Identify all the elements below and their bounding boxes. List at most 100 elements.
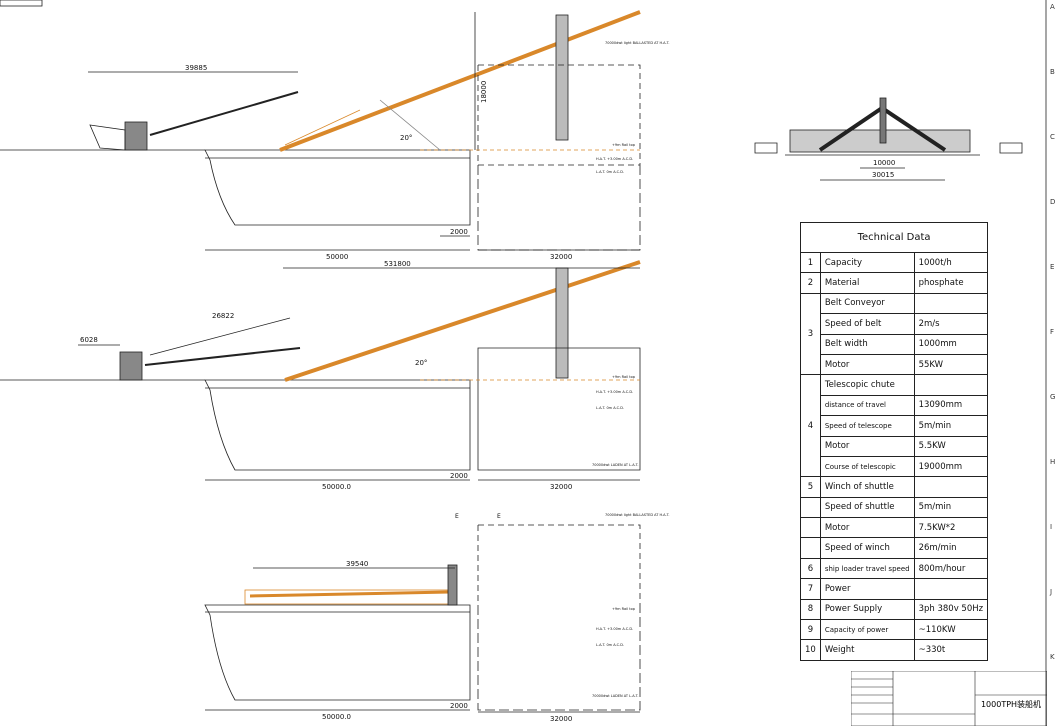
- border-letter: A: [1050, 3, 1055, 11]
- border-letter: K: [1050, 653, 1055, 661]
- barge-hull: [204, 379, 471, 471]
- ship-label: 70000dwt light BALLASTED AT H.A.T.: [605, 41, 670, 45]
- dim-text: 32000: [550, 483, 572, 491]
- ship-hull: [477, 605, 641, 711]
- row-value: [913, 374, 989, 396]
- title-block-grid: [851, 671, 1047, 726]
- section-mark: E: [497, 513, 501, 520]
- dim-text: 50000.0: [322, 483, 351, 491]
- row-item: Speed of winch: [819, 537, 915, 559]
- dim-text: 39540: [346, 560, 368, 568]
- row-item: Power: [819, 578, 915, 600]
- boom-strut: [379, 99, 441, 151]
- stowed-chute: [447, 564, 458, 606]
- row-number: 7: [800, 578, 821, 600]
- row-item: Winch of shuttle: [819, 476, 915, 498]
- telescopic-chute: [555, 267, 569, 379]
- border-letter: G: [1050, 393, 1056, 401]
- row-value: 55KW: [913, 353, 989, 376]
- row-number: [800, 537, 821, 559]
- ship-label: H.A.T. +3.00m A.C.D.: [596, 627, 633, 631]
- row-value: [913, 476, 989, 498]
- barge-hull: [204, 149, 471, 226]
- row-item: Weight: [819, 639, 915, 661]
- dim-text: 531800: [384, 260, 411, 268]
- row-item: Material: [819, 272, 915, 294]
- elevation-view-3: 39540 50000.0 2000 32000 E E 70000dwt li…: [204, 513, 670, 723]
- front-view: 10000 30015: [754, 97, 1023, 181]
- border-letter: J: [1050, 588, 1053, 596]
- dim-text: 2000: [450, 472, 468, 480]
- row-value: ~110KW: [913, 619, 989, 641]
- dim-text: 10000: [873, 159, 895, 167]
- boom-conveyor: [284, 260, 641, 382]
- dim-text: 32000: [550, 715, 572, 723]
- row-value: 7.5KW*2: [913, 517, 989, 539]
- section-mark: E: [455, 513, 459, 520]
- row-item: Speed of shuttle: [819, 496, 915, 519]
- row-item: Speed of belt: [819, 313, 915, 335]
- row-number: [800, 517, 821, 539]
- ship-hull: [477, 347, 641, 471]
- border-letter: F: [1050, 328, 1055, 336]
- row-number: 1: [800, 251, 821, 274]
- boom-dim-line: [149, 317, 291, 356]
- row-item: Capacity: [819, 251, 915, 274]
- stowed-conveyor: [249, 590, 451, 598]
- boom-support: [284, 109, 361, 146]
- dim-text: 2000: [450, 702, 468, 710]
- angle-text: 20°: [400, 134, 412, 142]
- row-number: 4: [800, 374, 821, 478]
- row-item: Course of telescopic: [819, 455, 915, 478]
- row-number: 10: [800, 639, 821, 661]
- ship-label: +9m Rail top: [612, 375, 636, 379]
- row-number: 8: [800, 598, 821, 621]
- dim-text: 50000: [326, 253, 348, 261]
- ship-hull: [477, 165, 641, 251]
- dim-text: 2000: [450, 228, 468, 236]
- border-letter: C: [1050, 133, 1055, 141]
- dim-text: 18000: [480, 81, 488, 103]
- row-value: 1000t/h: [913, 251, 989, 274]
- row-value: ~330t: [913, 639, 989, 661]
- border-letter: D: [1050, 198, 1056, 206]
- boom-conveyor: [279, 10, 641, 152]
- elevation-view-1: 39885 18000 20° 50000 2000 32000 70000dw…: [0, 10, 670, 261]
- row-value: [913, 292, 989, 315]
- barge-hull: [204, 604, 471, 701]
- row-item: ship loader travel speed: [819, 557, 915, 580]
- dim-text: 50000.0: [322, 713, 351, 721]
- row-item: Capacity of power: [819, 619, 915, 641]
- row-value: 5m/min: [913, 496, 989, 519]
- ship-label: 70000dwt LADEN AT L.A.T.: [592, 463, 639, 467]
- dim-text: 32000: [550, 253, 572, 261]
- table-title: Technical Data: [799, 222, 989, 253]
- ship-light-outline: [477, 524, 641, 605]
- border-letter: E: [1050, 263, 1055, 271]
- telescopic-chute: [555, 14, 569, 141]
- shore-trailer: [89, 124, 126, 151]
- ship-label: L.A.T. 0m A.C.D.: [596, 170, 624, 174]
- ship-label: L.A.T. 0m A.C.D.: [596, 406, 624, 410]
- row-number: 2: [800, 272, 821, 294]
- dim-text: 30015: [872, 171, 894, 179]
- elevation-view-2: 531800 26822 6028 20° 50000.0 2000 32000…: [0, 260, 641, 491]
- title-block: 1000TPH装船机: [851, 671, 1047, 726]
- row-item: Motor: [819, 435, 915, 457]
- ship-label: H.A.T. +3.00m A.C.D.: [596, 157, 633, 161]
